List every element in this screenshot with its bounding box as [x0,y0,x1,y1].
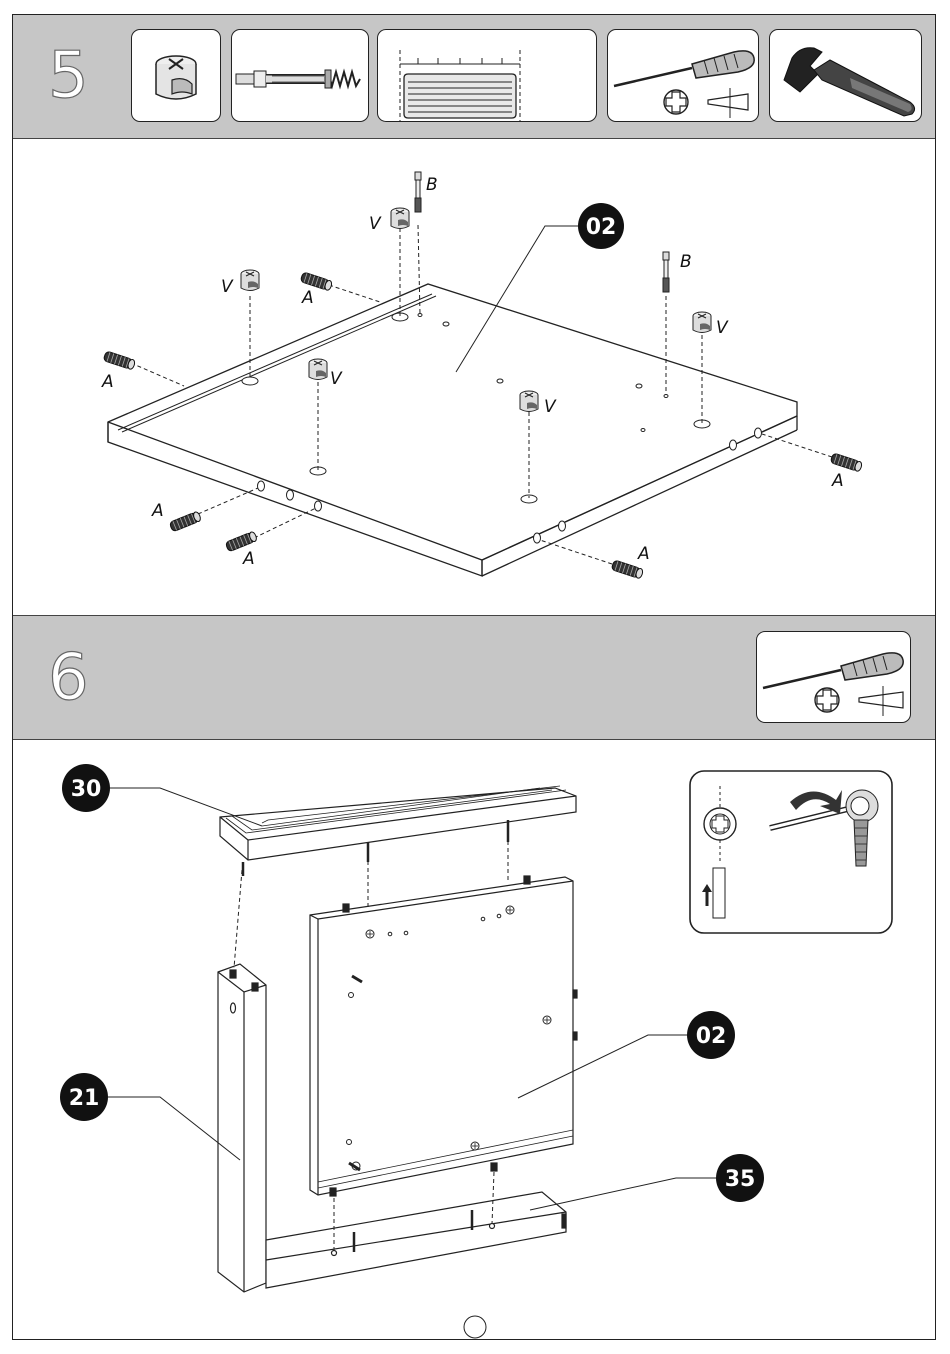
part-21-number: 21 [69,1086,100,1111]
cam-tightening-detail [690,771,892,933]
label-a: A [101,372,114,392]
cam-bolt-icons [415,172,669,292]
label-a: A [637,544,650,564]
label-b: B [680,252,692,272]
label-v: V [330,369,343,389]
part-35-number: 35 [725,1167,756,1192]
label-a: A [151,501,164,521]
label-b: B [426,175,438,195]
page-number-circle [464,1316,486,1338]
part-30-number: 30 [71,777,102,802]
top-rail-30 [220,786,576,860]
label-a: A [242,549,255,569]
bottom-rail-35 [266,1192,566,1288]
part-02-number: 02 [586,215,617,240]
label-v: V [221,277,234,297]
side-leg-21 [218,964,266,1292]
part-02-number: 02 [696,1024,727,1049]
label-a: A [831,471,844,491]
label-a: A [301,288,314,308]
label-v: V [544,397,557,417]
label-v: V [716,318,729,338]
label-v: V [369,214,382,234]
panel-02 [310,876,577,1196]
